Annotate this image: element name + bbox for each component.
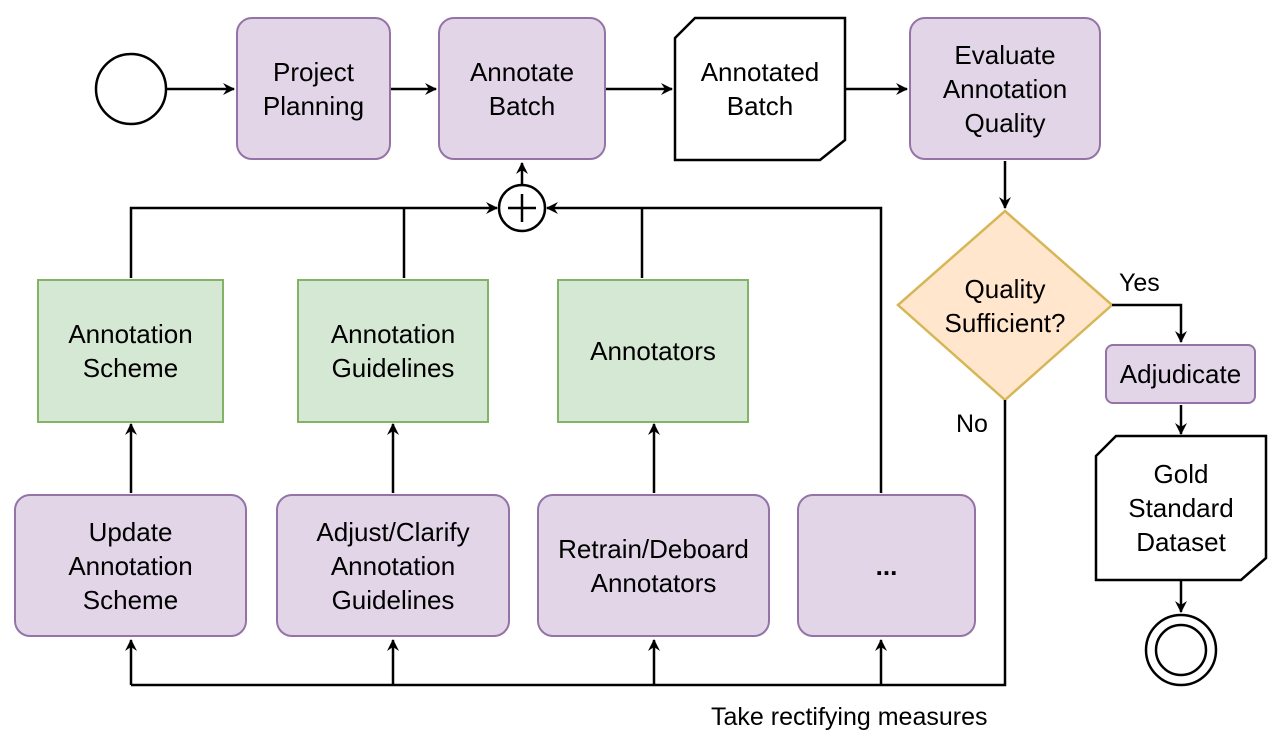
parallel-gateway-plus-icon <box>497 183 547 233</box>
gold-standard-document-shape <box>1094 434 1268 582</box>
adjudicate-task: Adjudicate <box>1105 344 1256 404</box>
annotation-guidelines-artifact: Annotation Guidelines <box>297 279 489 423</box>
gold-standard-label: Gold Standard Dataset <box>1128 459 1234 557</box>
quality-sufficient-label: Quality Sufficient? <box>944 274 1066 338</box>
annotators-artifact: Annotators <box>557 279 749 423</box>
start-event-icon <box>94 52 168 126</box>
yes-label: Yes <box>1119 269 1160 297</box>
update-scheme-task: Update Annotation Scheme <box>14 494 247 637</box>
project-planning-task: Project Planning <box>236 17 391 160</box>
end-event-icon <box>1144 613 1218 687</box>
evaluate-quality-task: Evaluate Annotation Quality <box>909 17 1101 160</box>
no-label: No <box>956 410 988 438</box>
more-measures-task: ... <box>797 494 976 637</box>
annotate-batch-task: Annotate Batch <box>438 17 606 160</box>
retrain-annotators-task: Retrain/Deboard Annotators <box>537 494 770 637</box>
annotated-batch-label: Annotated Batch <box>700 57 820 121</box>
edge-yes-to-adjudicate <box>1112 303 1187 343</box>
annotation-scheme-artifact: Annotation Scheme <box>37 279 224 423</box>
edge-scheme-to-gateway <box>129 202 498 278</box>
annotated-batch-document-shape <box>673 16 847 162</box>
adjust-guidelines-task: Adjust/Clarify Annotation Guidelines <box>276 494 510 637</box>
edge-no-branch <box>131 400 1007 687</box>
edge-more-to-gateway <box>546 202 883 493</box>
rectify-label: Take rectifying measures <box>711 703 988 731</box>
